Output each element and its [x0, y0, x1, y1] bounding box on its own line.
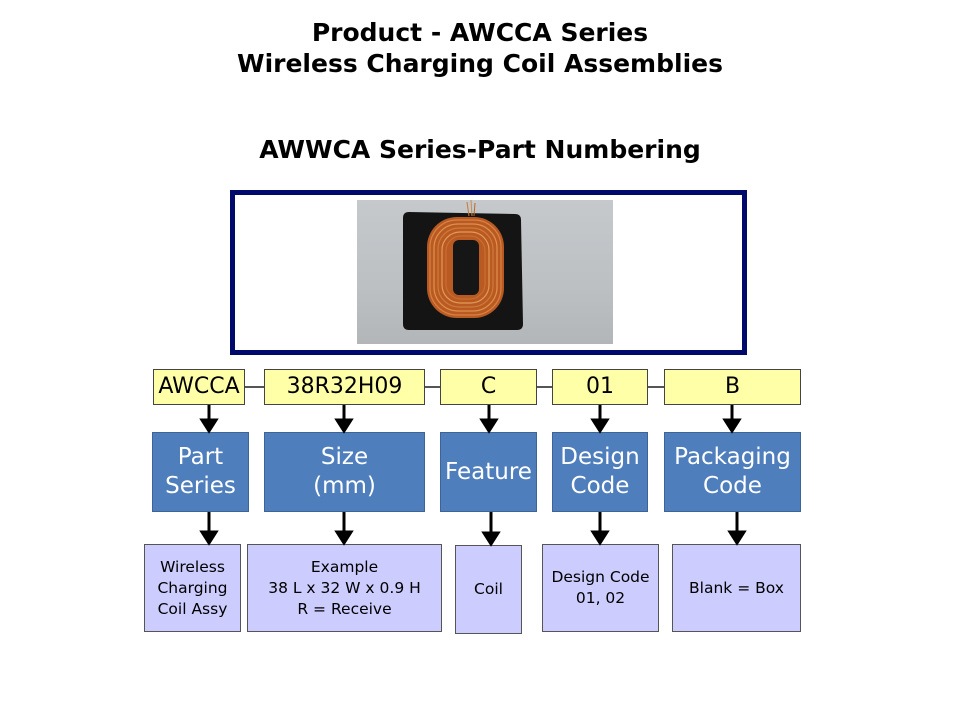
arrow-down-icon: [479, 418, 499, 434]
title-line-1: Product - AWCCA Series: [311, 18, 649, 47]
arrow-down-icon: [727, 530, 747, 546]
arrow-down-icon: [334, 530, 354, 546]
code-box-packaging: B: [664, 369, 801, 405]
code-box-size: 38R32H09: [264, 369, 425, 405]
code-box-design: 01: [552, 369, 648, 405]
description-part-series: Wireless Charging Coil Assy: [144, 544, 241, 632]
coil-illustration: [403, 200, 523, 330]
photo-frame: [230, 190, 747, 355]
arrow-down-icon: [590, 418, 610, 434]
description-feature: Coil: [455, 545, 522, 634]
wireless-charging-coil-photo: [357, 200, 613, 344]
code-box-series: AWCCA: [153, 369, 245, 405]
arrow-down-icon: [722, 418, 742, 434]
category-feature: Feature: [440, 432, 537, 512]
arrow-down-icon: [590, 530, 610, 546]
description-packaging-code: Blank = Box: [672, 544, 801, 632]
category-part-series: Part Series: [152, 432, 249, 512]
arrow-down-icon: [199, 418, 219, 434]
code-box-feature: C: [440, 369, 537, 405]
section-subtitle: AWWCA Series-Part Numbering: [259, 135, 701, 164]
category-design-code: Design Code: [552, 432, 648, 512]
coil-center: [453, 240, 479, 295]
category-packaging-code: Packaging Code: [664, 432, 801, 512]
arrow-down-icon: [334, 418, 354, 434]
category-size: Size (mm): [264, 432, 425, 512]
arrow-down-icon: [199, 530, 219, 546]
description-design-code: Design Code 01, 02: [542, 544, 659, 632]
arrow-down-icon: [481, 531, 501, 547]
title-line-2: Wireless Charging Coil Assemblies: [237, 49, 723, 78]
description-size: Example 38 L x 32 W x 0.9 H R = Receive: [247, 544, 442, 632]
